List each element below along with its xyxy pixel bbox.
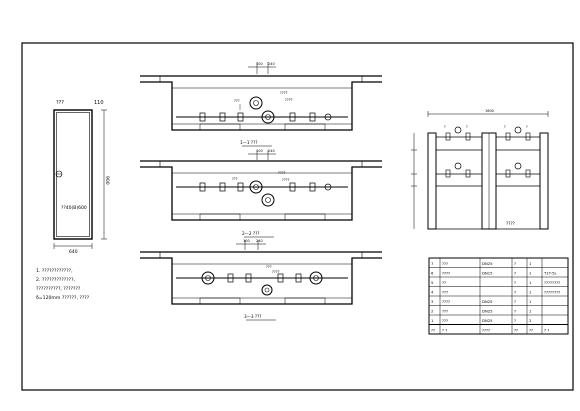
note-1: 1. ????????????, (36, 268, 73, 274)
table-cell-spec: DN25 (482, 261, 493, 266)
s2-dim-a: 100 (256, 149, 263, 153)
table-header-unit: ?? (514, 327, 518, 332)
table-cell-name: ??? (442, 261, 448, 266)
table-cell-unit: ? (514, 280, 516, 285)
section-3-3: 100 240 ??? ???? 3—3 ??? (140, 239, 382, 321)
riser-tag-2: ? (466, 125, 468, 129)
table-header-remark: ? ? (544, 327, 549, 332)
door-dim-bottom: 640 (69, 249, 78, 255)
door-inner (56, 112, 90, 237)
table-cell-spec: DN15 (482, 270, 493, 275)
s2-dim-b: 240 (268, 149, 275, 153)
table-cell-remark: ???????? (544, 280, 560, 285)
table-cell-no: 5 (431, 280, 434, 285)
table-cell-no: 3 (431, 299, 434, 304)
table-cell-name: ???? (442, 299, 450, 304)
riser-diagram: 1600 ? ? ? ? ?? (411, 109, 549, 230)
s3-tag-b: ???? (272, 270, 280, 274)
table-cell-unit: ? (514, 318, 516, 323)
table-cell-qty: 1 (529, 289, 532, 294)
s2-caption: 2—2 ??? (242, 231, 260, 236)
table-cell-no: 4 (431, 289, 434, 294)
note-3: ??????????, ??????? (36, 286, 81, 292)
table-cell-spec: DN25 (482, 318, 493, 323)
s3-caption: 3—3 ??? (244, 314, 262, 319)
table-cell-unit: ? (514, 261, 516, 266)
table-cell-no: 7 (431, 261, 434, 266)
drawing-frame (21, 42, 574, 391)
table-cell-name: ???? (442, 270, 450, 275)
table-cell-name: ??? (442, 289, 448, 294)
s2-tag-c: ???? (282, 178, 290, 182)
s1-tag-a: ??? (234, 99, 240, 103)
riser-tag-4: ? (526, 125, 528, 129)
s2-tag-b: ???? (278, 171, 286, 175)
s1-dim-b: 240 (268, 62, 275, 66)
table-cell-unit: ? (514, 299, 516, 304)
riser-tag-3: ? (504, 125, 506, 129)
table-header-qty: ?? (529, 327, 533, 332)
table-cell-no: 6 (431, 270, 434, 275)
table-cell-remark: ???????? (544, 289, 560, 294)
table-cell-spec: DN25 (482, 299, 493, 304)
table-cell-name: ??? (442, 318, 448, 323)
s2-tag-a: ??? (232, 177, 238, 181)
door-label: ??40(B)600 (61, 205, 87, 211)
table-cell-qty: 2 (529, 318, 532, 323)
s3-dim-b: 240 (256, 239, 263, 243)
meter-box-door: ??? 110 ??40(B)600 900 640 (53, 100, 110, 255)
door-outline (53, 109, 93, 240)
riser-dim-top: 1600 (485, 109, 494, 113)
table-cell-no: 2 (431, 308, 434, 313)
door-dim-height: 900 (104, 176, 110, 185)
notes-block: 1. ????????????, 2. ?????????????, ?????… (36, 268, 90, 301)
door-title: ??? (56, 100, 64, 106)
table-header-spec: ???? (482, 327, 490, 332)
table-cell-unit: ? (514, 308, 516, 313)
riser-tag-1: ? (444, 125, 446, 129)
table-cell-unit: ? (514, 270, 516, 275)
s1-caption: 1—1 ??? (240, 140, 258, 145)
table-cell-qty: 1 (529, 280, 532, 285)
table-header-name: ? ? (442, 327, 447, 332)
s1-dim-a: 100 (256, 62, 263, 66)
table-cell-name: ?? (442, 280, 446, 285)
section-2-2: 100 240 ??? ???? ???? 2—2 ??? (140, 149, 382, 238)
table-cell-name: ??? (442, 308, 448, 313)
table-cell-qty: 1 (529, 299, 532, 304)
table-cell-qty: 1 (529, 308, 532, 313)
table-header-no: ?? (431, 327, 435, 332)
table-cell-unit: ? (514, 289, 516, 294)
section-1-1: 100 240 ??? ???? ???? 1—1 ??? (140, 62, 382, 147)
note-4: δ=120mm ??????, ???? (36, 295, 90, 301)
s3-tag-a: ??? (266, 265, 272, 269)
door-dim-side: 110 (94, 100, 104, 106)
s1-tag-c: ???? (285, 98, 293, 102)
table-cell-qty: 1 (529, 270, 532, 275)
s3-dim-a: 100 (243, 239, 250, 243)
table-cell-qty: 1 (529, 261, 532, 266)
s1-tag-b: ???? (280, 91, 288, 95)
riser-caption: ???? (506, 221, 515, 226)
table-cell-spec: DN25 (482, 308, 493, 313)
table-cell-no: 1 (431, 318, 434, 323)
note-2: 2. ?????????????, (36, 277, 76, 283)
table-cell-remark: T1T-5L (543, 270, 557, 275)
